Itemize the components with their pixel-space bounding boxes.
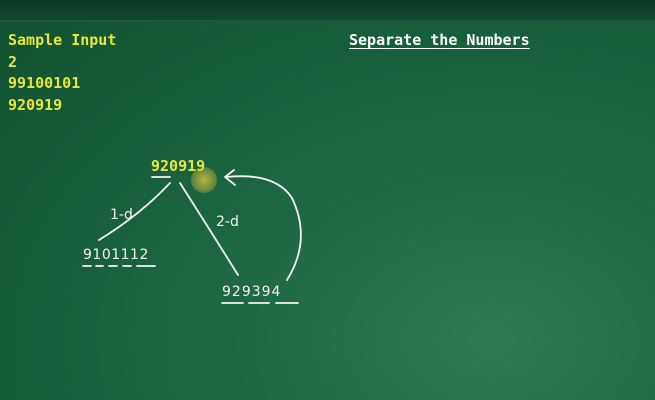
sample-input-line: 99100101: [8, 74, 81, 92]
cursor-highlight-icon: [191, 167, 217, 193]
left-split-number: 9101112: [83, 247, 149, 263]
right-split-number: 929394: [222, 284, 281, 300]
sample-input-line: 920919: [8, 95, 63, 114]
left-branch-line: [98, 182, 171, 241]
return-arrowhead: [224, 169, 236, 186]
left-branch-label: 1-d: [110, 207, 133, 223]
window-top-bar: [0, 0, 655, 22]
right-branch-label: 2-d: [216, 214, 239, 230]
main-number: 920919: [151, 157, 206, 175]
return-arrow: [225, 175, 302, 281]
sample-input-label: Sample Input: [8, 31, 117, 49]
sample-input-block: Sample Input 2 99100101 920919: [8, 30, 116, 116]
page-title: Separate the Numbers: [349, 31, 530, 49]
right-branch-line: [179, 182, 239, 276]
sample-input-line: 2: [8, 52, 18, 71]
